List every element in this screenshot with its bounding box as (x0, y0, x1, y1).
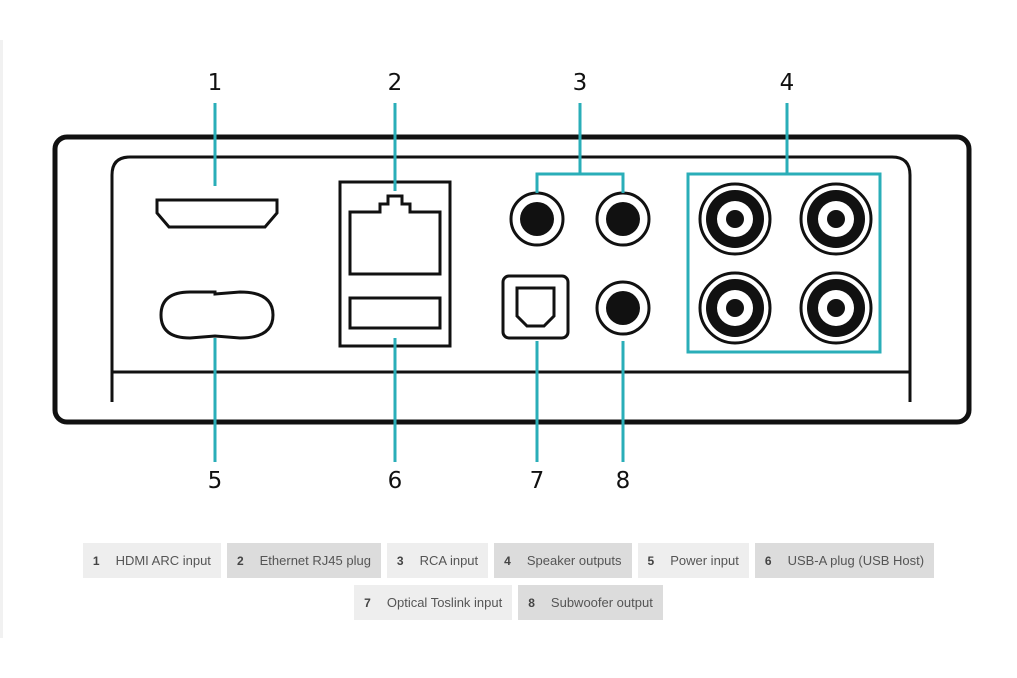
legend-item-hdmi[interactable]: 1 HDMI ARC input (82, 543, 221, 578)
device-outline (52, 134, 972, 425)
hdmi-port (155, 198, 279, 229)
legend-row: 7 Optical Toslink input 8 Subwoofer output (0, 585, 1017, 620)
optical-toslink-port (501, 274, 570, 340)
usb-a-port (348, 296, 442, 330)
network-usb-block (338, 180, 452, 348)
rca-input-left (509, 191, 565, 247)
legend-label: Optical Toslink input (386, 595, 503, 610)
legend-number: 2 (236, 553, 244, 568)
legend-item-subwoofer[interactable]: 8 Subwoofer output (518, 585, 663, 620)
legend-number: 8 (528, 595, 535, 610)
callout-7: 7 (530, 468, 545, 494)
power-inlet (159, 290, 275, 340)
left-divider (0, 40, 3, 638)
rca-input-right (595, 191, 651, 247)
speaker-terminal (799, 182, 873, 256)
legend-label: Subwoofer output (550, 595, 653, 610)
callout-3: 3 (573, 70, 588, 96)
legend-row: 1 HDMI ARC input 2 Ethernet RJ45 plug 3 RCA… (0, 543, 1017, 578)
legend-number: 4 (504, 553, 511, 568)
panel-inner-outline (110, 155, 912, 402)
callout-1: 1 (208, 70, 223, 96)
legend-label: HDMI ARC input (115, 553, 211, 568)
callout-8: 8 (616, 468, 631, 494)
legend-number: 5 (647, 553, 655, 568)
legend-number: 3 (396, 553, 404, 568)
ethernet-port (348, 194, 442, 276)
speaker-terminal (698, 182, 772, 256)
legend-number: 7 (364, 595, 371, 610)
legend-item-usb[interactable]: 6 USB-A plug (USB Host) (754, 543, 935, 578)
rear-panel-diagram: 1 2 3 4 5 6 7 8 (52, 70, 972, 494)
legend-number: 1 (92, 553, 100, 568)
speaker-terminal (799, 271, 873, 345)
legend-label: Power input (670, 553, 739, 568)
callout-2: 2 (388, 70, 403, 96)
callout-4: 4 (780, 70, 795, 96)
legend-item-ethernet[interactable]: 2 Ethernet RJ45 plug (226, 543, 381, 578)
legend-item-speaker[interactable]: 4 Speaker outputs (494, 543, 632, 578)
speaker-terminal (698, 271, 772, 345)
legend-label: USB-A plug (USB Host) (787, 553, 925, 568)
legend-number: 6 (764, 553, 772, 568)
legend-label: Speaker outputs (526, 553, 622, 568)
legend-item-power[interactable]: 5 Power input (637, 543, 749, 578)
callout-5: 5 (208, 468, 223, 494)
legend-item-optical[interactable]: 7 Optical Toslink input (354, 585, 513, 620)
subwoofer-jack (595, 280, 651, 336)
legend-item-rca[interactable]: 3 RCA input (386, 543, 489, 578)
legend-label: Ethernet RJ45 plug (259, 553, 371, 568)
callout-6: 6 (388, 468, 403, 494)
legend-label: RCA input (419, 553, 479, 568)
callout-lines (213, 103, 882, 462)
